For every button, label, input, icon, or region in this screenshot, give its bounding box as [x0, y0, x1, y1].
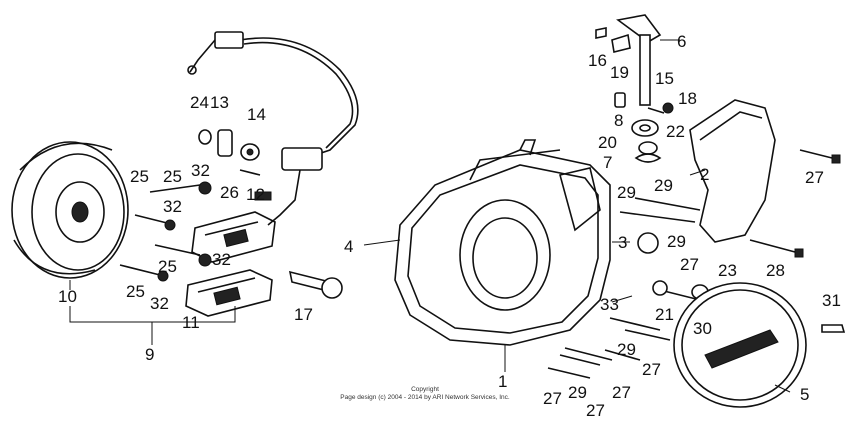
callout-18: 18: [678, 89, 697, 108]
callout-13: 13: [210, 93, 229, 112]
callout-2: 2: [700, 165, 709, 184]
callout-32-d: 32: [150, 294, 169, 313]
callout-29-d: 29: [617, 340, 636, 359]
callout-29-c: 29: [667, 232, 686, 251]
callout-21: 21: [655, 305, 674, 324]
side-cover-2: [689, 99, 776, 243]
callout-24: 24: [190, 93, 209, 112]
callout-9: 9: [145, 345, 154, 364]
wire-harness: [187, 31, 359, 226]
copyright-line-1: Copyright: [411, 386, 439, 393]
callout-30: 30: [693, 319, 712, 338]
small-hardware-left: [119, 129, 261, 282]
flywheel-rotor: [11, 141, 129, 279]
callout-6: 6: [677, 32, 686, 51]
callout-27-d: 27: [612, 383, 631, 402]
callout-26: 26: [220, 183, 239, 202]
bolt-17: [288, 270, 343, 299]
callout-32-a: 32: [191, 161, 210, 180]
callout-25-b: 25: [163, 167, 182, 186]
callout-28: 28: [766, 261, 785, 280]
callout-27-e: 27: [586, 401, 605, 420]
callout-1: 1: [498, 372, 507, 391]
long-bolts: [547, 149, 846, 379]
callout-16: 16: [588, 51, 607, 70]
callout-25-a: 25: [130, 167, 149, 186]
callout-10: 10: [58, 287, 77, 306]
callout-numbers: 1 2 3 4 5 6 7 8 9 10 11 12 13 14 15 16 1…: [58, 32, 841, 420]
callout-29-a: 29: [617, 183, 636, 202]
crankcase-cover: [394, 139, 611, 346]
callout-27-f: 27: [543, 389, 562, 408]
callout-3: 3: [618, 233, 627, 252]
callout-25-c: 25: [158, 257, 177, 276]
callout-22: 22: [666, 122, 685, 141]
callout-11: 11: [182, 313, 200, 332]
callout-19: 19: [610, 63, 629, 82]
callout-29-b: 29: [654, 176, 673, 195]
copyright-notice: Copyright Page design (c) 2004 - 2014 by…: [340, 386, 510, 401]
clutch-cover-5: [673, 282, 807, 408]
callout-20: 20: [598, 133, 617, 152]
callout-4: 4: [344, 237, 353, 256]
callout-15: 15: [655, 69, 674, 88]
leader-lines: [69, 39, 791, 393]
callout-31: 31: [822, 291, 841, 310]
callout-14: 14: [247, 105, 266, 124]
callout-27-a: 27: [805, 168, 824, 187]
callout-5: 5: [800, 385, 809, 404]
callout-8: 8: [614, 111, 623, 130]
callout-33: 33: [600, 295, 619, 314]
callout-27-c: 27: [642, 360, 661, 379]
callout-23: 23: [718, 261, 737, 280]
copyright-line-2: Page design (c) 2004 - 2014 by ARI Netwo…: [340, 394, 510, 401]
callout-29-e: 29: [568, 383, 587, 402]
callout-12: 12: [246, 185, 265, 204]
callout-17: 17: [294, 305, 313, 324]
stator-assembly: [185, 211, 276, 317]
callout-32-c: 32: [212, 250, 231, 269]
shift-linkage: [595, 14, 674, 163]
callout-32-b: 32: [163, 197, 182, 216]
callout-27-b: 27: [680, 255, 699, 274]
callout-7: 7: [603, 153, 612, 172]
callout-25-d: 25: [126, 282, 145, 301]
